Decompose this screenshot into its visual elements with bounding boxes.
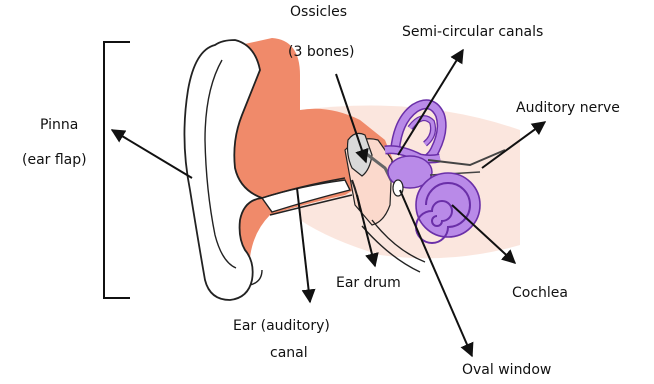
label-ear-drum: Ear drum: [336, 275, 401, 291]
label-ear-canal: Ear (auditory): [233, 318, 330, 334]
label-cochlea: Cochlea: [512, 285, 568, 301]
label-ossicles-note: (3 bones): [288, 44, 355, 60]
label-oval-window: Oval window: [462, 362, 551, 378]
label-auditory-nerve: Auditory nerve: [516, 100, 620, 116]
label-ear-canal-note: canal: [270, 345, 308, 361]
pinna-bracket: [104, 42, 130, 298]
arrow-pinna: [112, 130, 192, 178]
label-pinna-note: (ear flap): [22, 152, 87, 168]
label-pinna: Pinna: [40, 117, 78, 133]
label-ossicles: Ossicles: [290, 4, 347, 20]
label-semicircular: Semi-circular canals: [402, 24, 543, 40]
